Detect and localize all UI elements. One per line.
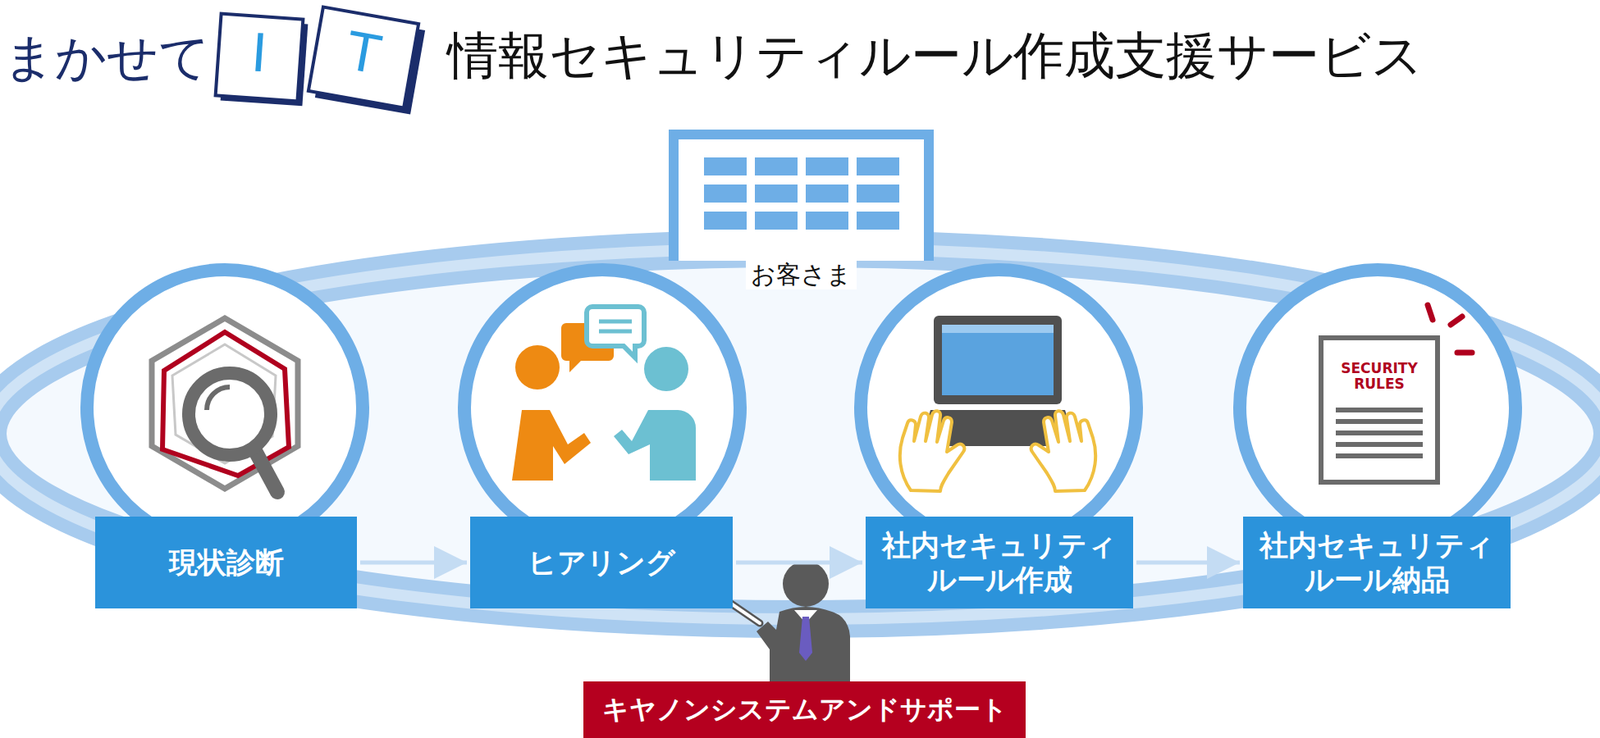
page-title: 情報セキュリティルール作成支援サービス xyxy=(447,27,1423,84)
node-text: 社内セキュリティ ルール作成 xyxy=(873,528,1125,598)
cycle-ring xyxy=(0,248,1600,620)
company-box: キヤノンシステムアンドサポート xyxy=(583,681,1026,738)
node-text: キヤノンシステムアンドサポート xyxy=(602,694,1008,726)
title-cards xyxy=(215,7,426,115)
step-box: 社内セキュリティ ルール作成 xyxy=(865,516,1134,609)
document-icon xyxy=(1321,305,1472,483)
brand-text: まかせて xyxy=(3,29,211,86)
step-arrow xyxy=(360,561,467,566)
card-letter: I xyxy=(216,22,303,86)
step-box: ヒアリング xyxy=(470,516,733,609)
node-text: 現状診断 xyxy=(169,545,284,581)
step-arrow xyxy=(736,561,863,566)
node-text: お客さま xyxy=(745,260,857,290)
document-title: SECURITY RULES xyxy=(1322,361,1436,392)
laptop-icon xyxy=(900,315,1096,492)
node-text: 社内セキュリティ ルール納品 xyxy=(1251,528,1503,598)
diagnosis-icon xyxy=(151,318,298,493)
hearing-icon xyxy=(512,306,696,481)
step-box: 社内セキュリティ ルール納品 xyxy=(1243,516,1511,609)
step-box: 現状診断 xyxy=(95,516,357,609)
step-circles xyxy=(86,269,1516,546)
step-arrow xyxy=(1136,561,1240,566)
customer-building: お客さま xyxy=(668,129,934,298)
node-text: ヒアリング xyxy=(527,545,676,581)
